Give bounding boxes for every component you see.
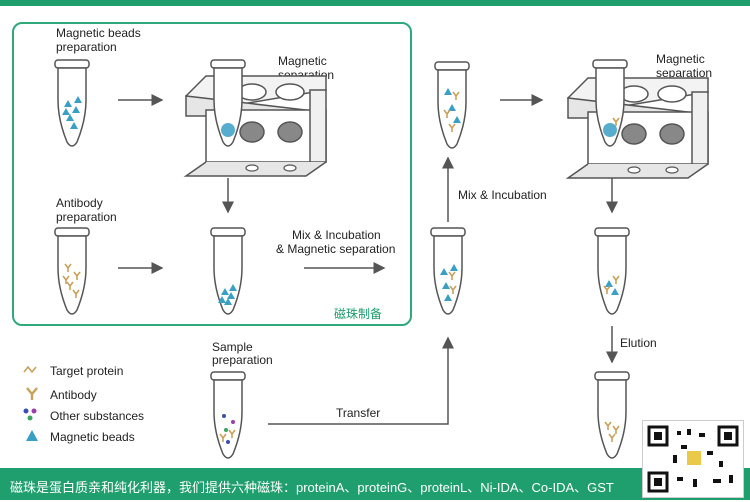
mag-sep-2-label-line1: Magnetic — [656, 52, 705, 66]
mix-inc-sep-label-line2: & Magnetic separation — [276, 242, 396, 256]
rack-2-tube — [592, 59, 628, 147]
tube-beads — [54, 59, 90, 147]
legend-magnetic-beads-icon — [26, 430, 38, 441]
footer-text: 磁珠是蛋白质亲和纯化利器，我们提供六种磁珠：proteinA、proteinG、… — [10, 480, 614, 495]
arrow-transfer — [268, 336, 454, 425]
top-accent-bar — [0, 0, 750, 6]
magnetic-rack-1 — [185, 75, 327, 177]
antibody-prep-label-line1: Antibody — [56, 196, 103, 210]
mix-inc-sep-label-line1: Mix & Incubation — [292, 228, 381, 242]
legend-antibody: Antibody — [50, 388, 97, 402]
tube-after-separation — [594, 227, 630, 315]
rack-1-tube — [210, 59, 246, 147]
panel-tag-label: 磁珠制备 — [334, 307, 383, 321]
mag-sep-1-label-line1: Magnetic — [278, 54, 327, 68]
tube-antibody — [54, 227, 90, 315]
magnetic-rack-2 — [567, 77, 709, 179]
transfer-label: Transfer — [336, 406, 381, 420]
legend-magnetic-beads: Magnetic beads — [50, 430, 135, 444]
legend-other-substances: Other substances — [50, 409, 145, 423]
tube-bead-antibody — [210, 227, 246, 315]
mag-sep-2-label-line2: separation — [656, 66, 713, 80]
tube-elution — [594, 371, 630, 459]
beads-prep-label-line2: preparation — [56, 40, 117, 54]
tube-top-column — [434, 61, 470, 149]
legend-antibody-icon — [26, 387, 38, 400]
legend-target-protein-icon — [23, 365, 37, 374]
qr-code — [642, 420, 744, 498]
legend-target-protein: Target protein — [50, 364, 124, 378]
legend-other-substances-icon — [23, 408, 37, 421]
mix-inc-label: Mix & Incubation — [458, 188, 547, 202]
tube-sample — [210, 371, 246, 459]
tube-incubated — [430, 227, 466, 315]
bead-preparation-panel — [12, 22, 412, 326]
elution-label: Elution — [620, 336, 657, 350]
antibody-prep-label-line2: preparation — [56, 210, 117, 224]
bottom-banner — [0, 468, 750, 500]
sample-prep-label-line2: preparation — [212, 353, 273, 367]
beads-prep-label-line1: Magnetic beads — [56, 26, 141, 40]
sample-prep-label-line1: Sample — [212, 340, 253, 354]
